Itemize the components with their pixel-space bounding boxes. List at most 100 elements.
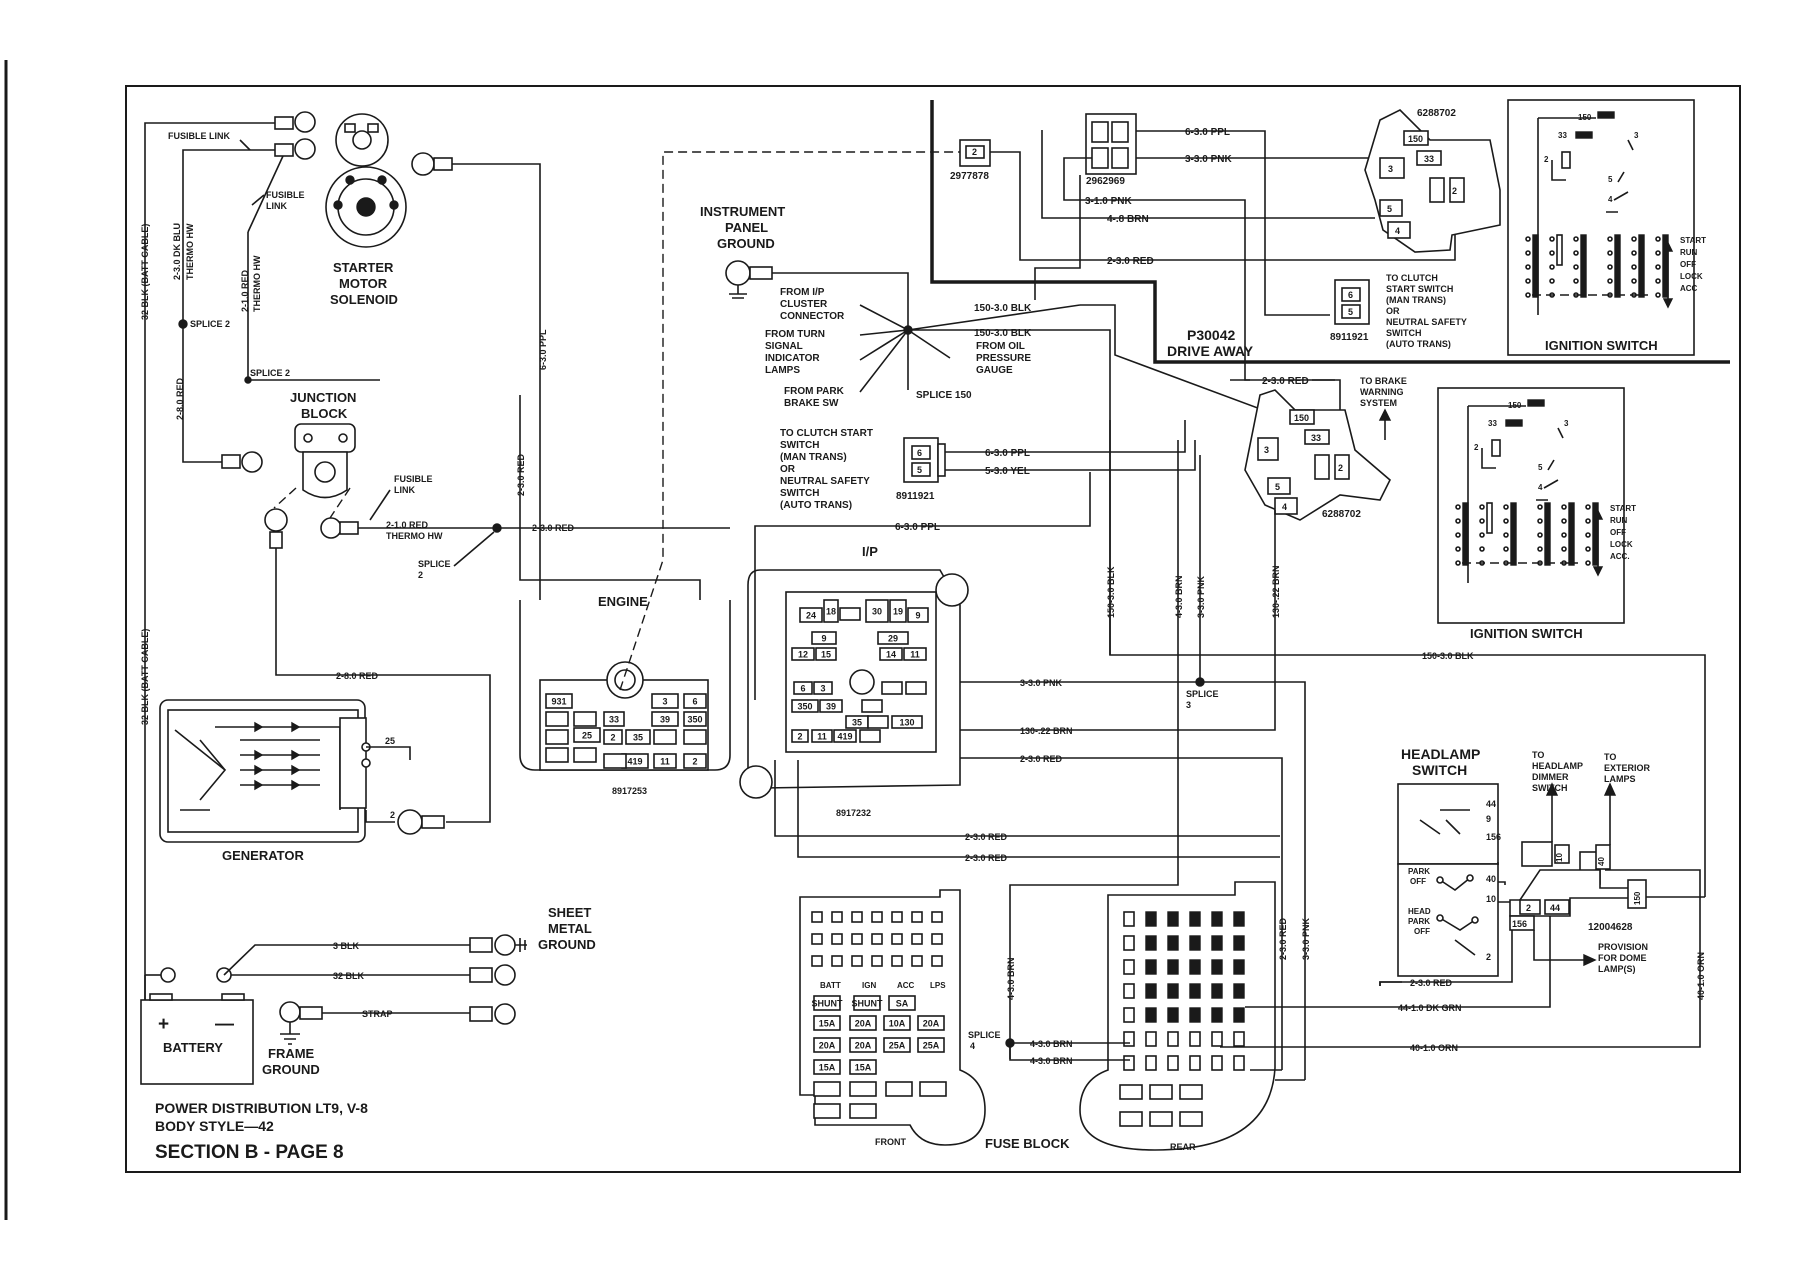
fuse-slot (831, 955, 843, 967)
batt-cable-top-label: 32 BLK (BATT CABLE) (140, 224, 150, 320)
to-clutch-top-7: (AUTO TRANS) (1386, 339, 1451, 349)
svg-text:419: 419 (837, 732, 852, 742)
from-turn-3: INDICATOR (765, 353, 820, 364)
ip-ground-label-3: GROUND (717, 236, 775, 251)
fuse-slot (851, 933, 863, 945)
svg-text:11: 11 (817, 732, 827, 742)
hl-term-9: 9 (1486, 814, 1491, 824)
rear-fuse-slot (1211, 935, 1223, 951)
rear-fuse-slot (1123, 959, 1135, 975)
ignition-position-label: START (1680, 236, 1706, 245)
rear-fuse-slot (1149, 1111, 1173, 1127)
ip-ground-label-1: INSTRUMENT (700, 204, 785, 219)
fuse-slot (851, 911, 863, 923)
fuse-slot (931, 933, 943, 945)
fusible-link-label: FUSIBLE LINK (168, 131, 230, 141)
fuse-slot (871, 911, 883, 923)
mid-conn-5: 5 (917, 465, 922, 475)
splice-2b-label-2: 2 (418, 570, 423, 580)
svg-text:6: 6 (692, 697, 697, 707)
ip-cell: 15 (815, 647, 837, 661)
rear-fuse-slot (1233, 1031, 1245, 1047)
fuse-slot (813, 1081, 841, 1097)
rear-fuse-slot (1179, 1111, 1203, 1127)
rear-fuse-slot (1233, 959, 1245, 975)
brn-13022-v-label: 130-.22 BRN (1271, 565, 1281, 618)
clutch-connector-top (1334, 279, 1370, 325)
top-conn-33: 33 (1424, 154, 1434, 164)
fuse-slot (931, 955, 943, 967)
drive-away-label-1: P30042 (1187, 327, 1235, 343)
rear-fuse-slot (1189, 1055, 1201, 1071)
to-dimmer-4: SWITCH (1532, 783, 1568, 793)
svg-text:130: 130 (899, 718, 914, 728)
red-230-ip-label: 2-3.0 RED (1020, 754, 1063, 764)
provision-1: PROVISION (1598, 942, 1648, 952)
engine-cell (573, 747, 597, 763)
generator-label: GENERATOR (222, 848, 304, 863)
svg-text:3: 3 (1634, 131, 1639, 140)
svg-text:4: 4 (1608, 195, 1613, 204)
ip-cell (859, 729, 881, 743)
blk32-label: 32 BLK (333, 971, 365, 981)
ip-cell: 39 (819, 699, 843, 713)
battery-plus: + (158, 1014, 169, 1035)
top-conn-2: 2 (1452, 186, 1457, 196)
dk-blu-label-1: 2-3.0 DK BLU (172, 223, 182, 280)
red-230-h-label: 2-3.0 RED (532, 523, 575, 533)
svg-text:3: 3 (1564, 419, 1569, 428)
red-230-low1-label: 2-3.0 RED (965, 832, 1008, 842)
red-210-thermo-1: 2-1.0 RED (386, 520, 429, 530)
to-clutch-mid-6: SWITCH (780, 488, 819, 499)
engine-cell: 35 (625, 729, 651, 745)
svg-text:12: 12 (798, 650, 808, 660)
pnk-330-label: 3-3.0 PNK (1185, 154, 1232, 165)
rear-fuse-slot (1211, 983, 1223, 999)
mid-conn-2: 2 (1338, 463, 1343, 473)
svg-text:350: 350 (687, 715, 702, 725)
junction-label-2: BLOCK (301, 406, 348, 421)
brn-430-b-label: 4-3.0 BRN (1030, 1056, 1073, 1066)
p2977878-label: 2977878 (950, 171, 989, 182)
rear-fuse-slot (1179, 1084, 1203, 1100)
ignition-switch-top-label: IGNITION SWITCH (1545, 338, 1658, 353)
ignition-switch-top (1507, 99, 1695, 356)
red-230-low2-label: 2-3.0 RED (965, 853, 1008, 863)
rear-fuse-slot (1145, 959, 1157, 975)
rear-fuse-slot (1145, 911, 1157, 927)
ip-cell (867, 715, 889, 729)
svg-text:SHUNT: SHUNT (852, 999, 884, 1009)
rear-fuse-slot (1189, 983, 1201, 999)
fuse-slot (891, 933, 903, 945)
ip-cell: 350 (791, 699, 819, 713)
top-conn-3: 3 (1388, 164, 1393, 174)
clutch-connector-mid (903, 437, 946, 483)
from-park-1: FROM PARK (784, 386, 845, 397)
hl-head-2: PARK (1408, 917, 1430, 926)
sheet-metal-label-1: SHEET (548, 905, 591, 920)
headlamp-switch-lower (1397, 863, 1499, 977)
fuse: 10A (883, 1015, 911, 1031)
svg-text:SA: SA (896, 999, 909, 1009)
rear-fuse-slot (1211, 911, 1223, 927)
svg-text:35: 35 (633, 733, 643, 743)
engine-cell (653, 729, 677, 745)
splice4-label-2: 4 (970, 1041, 975, 1051)
to-dimmer-3: DIMMER (1532, 772, 1569, 782)
gen-2-label: 2 (390, 810, 395, 820)
hl-term-10: 10 (1486, 894, 1496, 904)
to-brake-3: SYSTEM (1360, 398, 1397, 408)
to-clutch-mid-4: OR (780, 464, 796, 475)
rear-fuse-slot (1233, 1007, 1245, 1023)
svg-text:9: 9 (821, 634, 826, 644)
ppl-630-mid-label: 6-3.0 PPL (985, 448, 1030, 459)
headlamp-switch-upper (1397, 783, 1499, 865)
connector-6288702-top (1364, 109, 1501, 253)
fuse-slot (931, 911, 943, 923)
connector-2962969 (1085, 113, 1137, 175)
from-turn-4: LAMPS (765, 365, 800, 376)
to-clutch-mid-5: NEUTRAL SAFETY (780, 476, 870, 487)
hl-conn-156: 156 (1512, 919, 1527, 929)
title-line1: POWER DISTRIBUTION LT9, V-8 (155, 1100, 368, 1116)
